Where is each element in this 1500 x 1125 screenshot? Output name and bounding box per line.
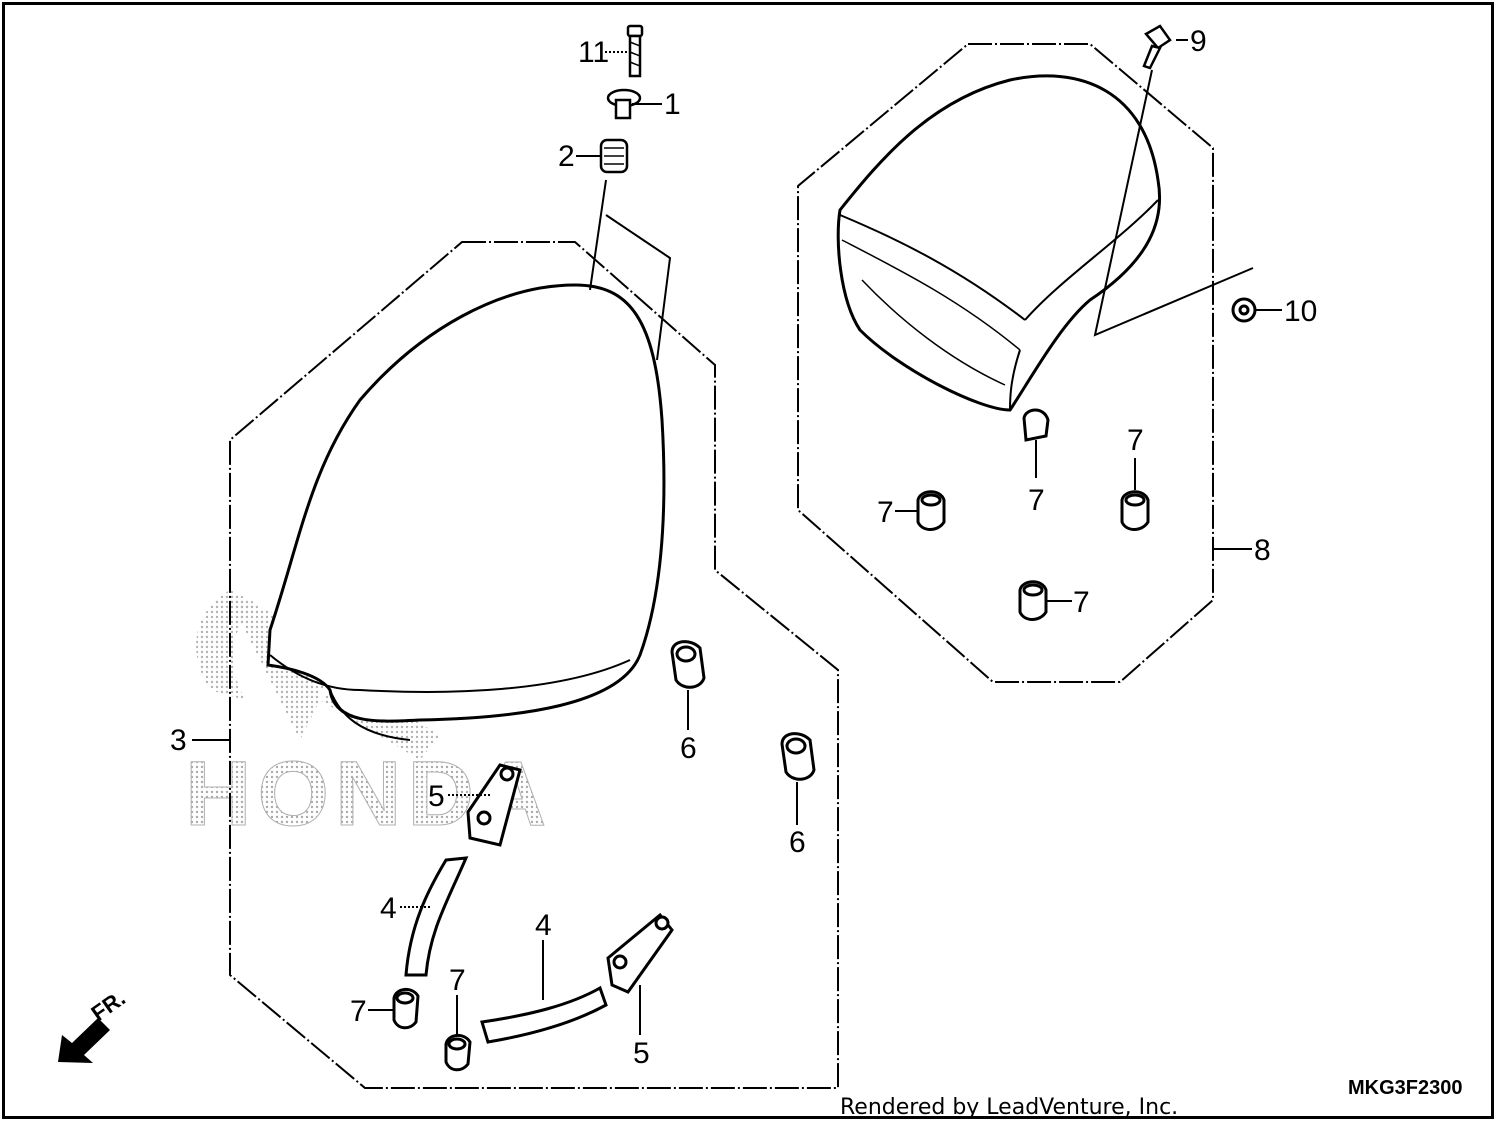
callout-7-front-right: 7: [449, 964, 466, 997]
front-seat-leader-lines: [589, 179, 672, 361]
callout-7-rear-left: 7: [877, 496, 894, 529]
grommet-7-rear-right-part: [1120, 490, 1150, 531]
grommet-7-front-left-part: [392, 988, 420, 1030]
grommet-7-rear-top-part: [1022, 408, 1050, 442]
front-seat-part: [266, 283, 666, 741]
callout-7-front-left: 7: [350, 995, 367, 1028]
rubber-6-upper-part: [670, 640, 706, 689]
callout-3: 3: [170, 724, 187, 757]
collar-1-part: [606, 88, 642, 120]
callout-5-lower: 5: [633, 1037, 650, 1070]
callout-1: 1: [664, 88, 681, 121]
nut-2-part: [599, 138, 629, 174]
grommet-7-front-right-part: [444, 1034, 472, 1072]
bolt-11-part: [626, 24, 644, 78]
rear-seat-leader-lines: [1093, 69, 1254, 337]
cushion-5-lower-part: [606, 912, 674, 994]
callout-8: 8: [1254, 534, 1271, 567]
bolt-9-part: [1142, 24, 1172, 70]
strip-4-upper-part: [404, 856, 469, 977]
callout-7-rear-bottom: 7: [1073, 586, 1090, 619]
front-direction-arrow-icon: [58, 1018, 110, 1063]
render-credit: Rendered by LeadVenture, Inc.: [840, 1095, 1178, 1120]
cushion-5-upper-part: [466, 763, 522, 847]
callout-9: 9: [1190, 25, 1207, 58]
callout-2: 2: [558, 140, 575, 173]
rear-seat-part: [836, 74, 1162, 412]
rubber-6-lower-part: [780, 732, 816, 781]
callout-5-upper: 5: [428, 780, 445, 813]
diagram-part-code: MKG3F2300: [1348, 1077, 1463, 1099]
callout-4-upper: 4: [380, 892, 397, 925]
front-seat-group-outline: [229, 241, 839, 1089]
callout-11: 11: [578, 36, 609, 69]
rear-seat-group-outline: [797, 43, 1214, 683]
strip-4-lower-part: [480, 985, 608, 1044]
callout-7-rear-right: 7: [1127, 424, 1144, 457]
grommet-7-rear-bottom-part: [1018, 580, 1048, 621]
callout-7-rear-top: 7: [1028, 484, 1045, 517]
nut-10-part: [1231, 297, 1257, 323]
grommet-7-rear-left-part: [916, 490, 946, 531]
callout-6-lower: 6: [789, 826, 806, 859]
front-direction-label: FR.: [87, 985, 130, 1026]
callout-10: 10: [1284, 295, 1317, 328]
callout-leader-lines: [192, 39, 1282, 1035]
callout-4-lower: 4: [535, 909, 552, 942]
callout-6-upper: 6: [680, 732, 697, 765]
